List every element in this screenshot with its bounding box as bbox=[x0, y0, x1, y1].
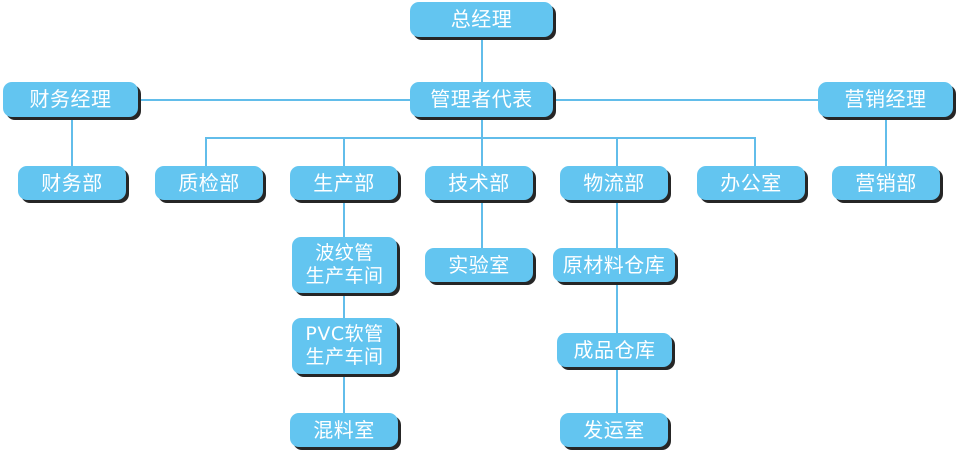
connector-marketing-down bbox=[885, 117, 887, 166]
connector-gm-down bbox=[481, 37, 483, 82]
connector-drop-office bbox=[754, 137, 756, 166]
connector-drop-logistics bbox=[616, 137, 618, 166]
connector-corr-to-pvc bbox=[343, 293, 345, 318]
node-general-manager[interactable]: 总经理 bbox=[410, 2, 553, 37]
node-technology-department[interactable]: 技术部 bbox=[425, 166, 533, 200]
node-marketing-manager[interactable]: 营销经理 bbox=[818, 82, 953, 117]
node-quality-inspection-department[interactable]: 质检部 bbox=[155, 166, 263, 200]
node-logistics-department[interactable]: 物流部 bbox=[560, 166, 668, 200]
node-mixing-room[interactable]: 混料室 bbox=[290, 413, 398, 447]
node-production-department[interactable]: 生产部 bbox=[290, 166, 398, 200]
connector-drop-quality bbox=[205, 137, 207, 166]
node-office[interactable]: 办公室 bbox=[697, 166, 805, 200]
connector-tech-to-lab bbox=[481, 200, 483, 248]
node-shipping-room[interactable]: 发运室 bbox=[560, 413, 668, 447]
node-marketing-department[interactable]: 营销部 bbox=[832, 166, 940, 200]
node-pvc-hose-workshop[interactable]: PVC软管 生产车间 bbox=[292, 318, 397, 374]
connector-drop-technology bbox=[481, 137, 483, 166]
connector-row2-bus bbox=[205, 137, 755, 139]
node-finished-goods-warehouse[interactable]: 成品仓库 bbox=[557, 333, 672, 367]
node-laboratory[interactable]: 实验室 bbox=[425, 248, 533, 282]
connector-pvc-to-mixing bbox=[343, 374, 345, 413]
node-finance-department[interactable]: 财务部 bbox=[18, 166, 126, 200]
connector-mgmt-rep-down bbox=[481, 117, 483, 137]
connector-finance-down bbox=[71, 117, 73, 166]
connector-logi-to-raw bbox=[616, 200, 618, 248]
node-finance-manager[interactable]: 财务经理 bbox=[3, 82, 138, 117]
connector-production-to-corr bbox=[343, 200, 345, 237]
connector-drop-production bbox=[343, 137, 345, 166]
connector-finished-to-ship bbox=[616, 367, 618, 413]
node-corrugated-pipe-workshop[interactable]: 波纹管 生产车间 bbox=[292, 237, 397, 293]
connector-raw-to-finished bbox=[616, 282, 618, 333]
node-management-representative[interactable]: 管理者代表 bbox=[410, 82, 553, 117]
node-raw-material-warehouse[interactable]: 原材料仓库 bbox=[553, 248, 675, 282]
